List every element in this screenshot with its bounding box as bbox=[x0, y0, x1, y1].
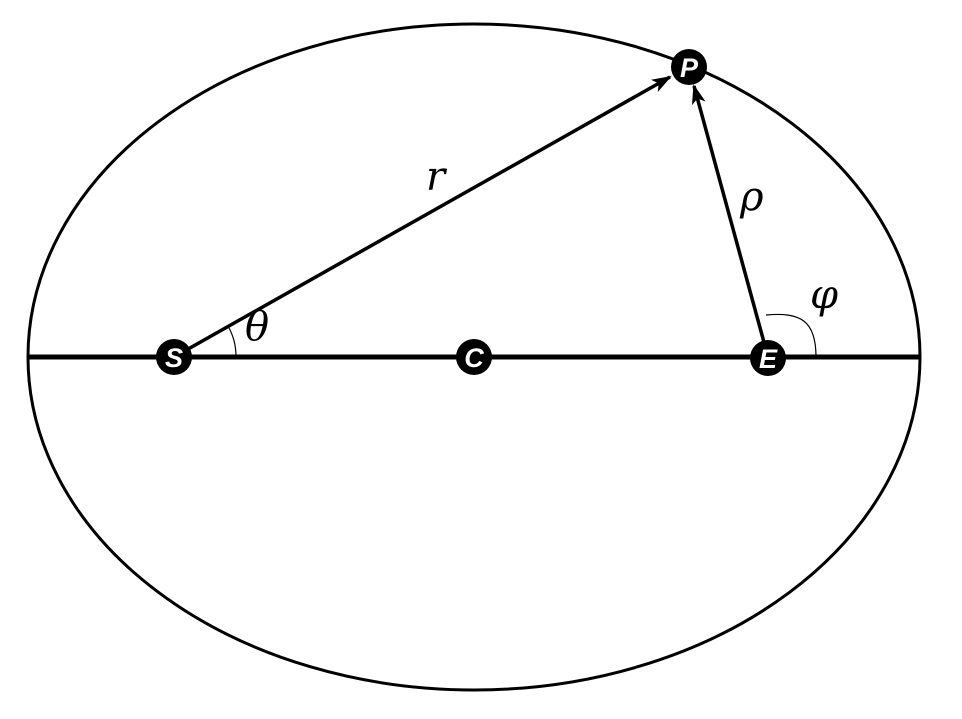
point-P: P bbox=[671, 49, 707, 85]
point-E: E bbox=[750, 340, 786, 376]
label-phi: φ bbox=[810, 272, 838, 318]
theta-arc bbox=[227, 325, 237, 358]
point-P-label: P bbox=[680, 53, 699, 83]
point-C-label: C bbox=[464, 343, 484, 373]
label-rho: ρ bbox=[739, 174, 764, 220]
point-S: S bbox=[156, 339, 192, 375]
phi-arc bbox=[765, 313, 817, 358]
point-E-label: E bbox=[759, 344, 778, 374]
vector-rho bbox=[691, 84, 770, 358]
label-r: r bbox=[426, 154, 448, 200]
point-C: C bbox=[456, 339, 492, 375]
label-theta: θ bbox=[245, 304, 269, 350]
vector-r bbox=[173, 75, 672, 359]
point-S-label: S bbox=[165, 343, 183, 373]
